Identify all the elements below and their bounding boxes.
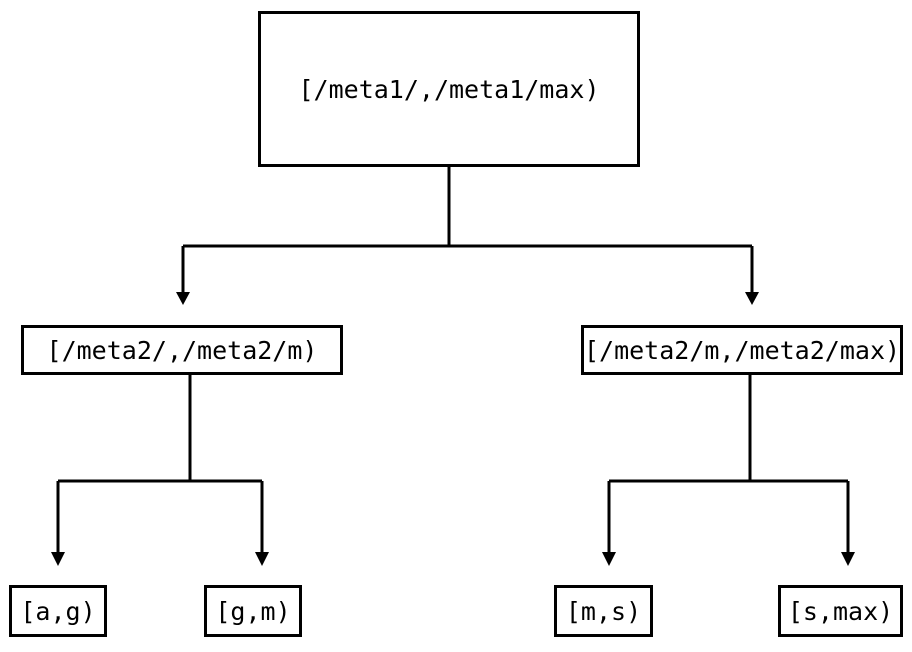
arrowhead-icon bbox=[255, 552, 269, 566]
arrowhead-icon bbox=[51, 552, 65, 566]
arrowhead-icon bbox=[602, 552, 616, 566]
tree-node-leaf-gm[interactable]: [g,m) bbox=[204, 585, 302, 637]
edge-mid-right-to-leaves bbox=[602, 375, 855, 566]
tree-node-mid-left[interactable]: [/meta2/,/meta2/m) bbox=[21, 325, 343, 375]
tree-node-leaf-ms[interactable]: [m,s) bbox=[554, 585, 653, 637]
arrowhead-icon bbox=[745, 292, 759, 305]
edge-root-to-mid-level bbox=[176, 167, 759, 305]
arrowhead-icon bbox=[176, 292, 190, 305]
tree-node-leaf-ag[interactable]: [a,g) bbox=[9, 585, 107, 637]
tree-node-mid-right[interactable]: [/meta2/m,/meta2/max) bbox=[581, 325, 903, 375]
edge-mid-left-to-leaves bbox=[51, 375, 269, 566]
tree-node-leaf-smax[interactable]: [s,max) bbox=[778, 585, 903, 637]
arrowhead-icon bbox=[841, 552, 855, 566]
tree-node-root[interactable]: [/meta1/,/meta1/max) bbox=[258, 11, 640, 167]
